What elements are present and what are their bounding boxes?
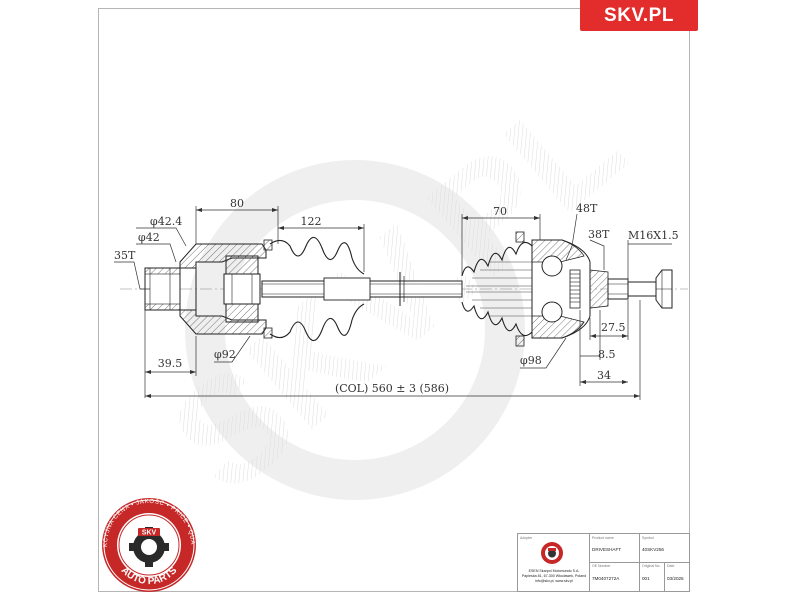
dimension-70: 70: [493, 205, 507, 218]
company-logo-icon: [541, 542, 563, 564]
dimension-122: 122: [301, 215, 322, 228]
original-no-value: 001: [642, 576, 650, 581]
shaft: [261, 272, 463, 306]
dimension-phi42: φ42: [138, 231, 160, 244]
dimension-34: 34: [597, 369, 611, 382]
inboard-boot: [269, 236, 365, 342]
oe-number-value: 7M0407272A: [592, 576, 620, 581]
dimension-phi92: φ92: [214, 348, 236, 361]
brand-logo[interactable]: SKV.PL: [580, 0, 698, 31]
dimension-lines: [114, 206, 672, 400]
dimension-39-5: 39.5: [158, 357, 183, 370]
company-line-1: ESEN Skarpol Motomundo S.A.: [528, 569, 580, 573]
inboard-joint: [144, 239, 273, 339]
oe-number-label: OE Number: [592, 564, 611, 568]
seal-center-text: SKV: [142, 530, 157, 537]
dimension-phi98: φ98: [520, 354, 542, 367]
dimension-38t: 38T: [588, 228, 610, 241]
dimension-arrows: [145, 208, 640, 398]
dimension-8-5: 8.5: [598, 348, 616, 361]
dimension-total-length: (COL) 560 ± 3 (586): [335, 382, 449, 395]
dimension-phi42-4: φ42.4: [150, 215, 182, 228]
dimension-80: 80: [230, 197, 244, 210]
title-block: Adopter Product name Symbol OE Number Or…: [517, 533, 690, 592]
product-name-label: Product name: [592, 536, 614, 540]
outboard-boot: [461, 231, 533, 347]
drawing-frame: [98, 8, 690, 592]
original-no-label: Original No.: [642, 564, 661, 568]
date-value: 03/2025: [667, 576, 684, 581]
dimension-35t: 35T: [114, 249, 136, 262]
symbol-label: Symbol: [642, 536, 654, 540]
dimension-m16x1-5: M16X1.5: [628, 229, 679, 242]
dimension-27-5: 27.5: [601, 321, 626, 334]
product-name-value: DRIVESHAFT: [592, 547, 622, 552]
dimension-48t: 48T: [576, 202, 598, 215]
gear-icon: [129, 527, 169, 567]
outboard-joint: [531, 239, 673, 339]
symbol-value: 40SKV256: [642, 547, 664, 552]
adopter-label: Adopter: [520, 536, 533, 540]
company-line-2: Papieska 81, 67-300 Włocławek, Poland: [521, 574, 587, 578]
company-line-3: info@skv.pl, www.skv.pl: [535, 579, 573, 583]
date-label: Date: [667, 564, 675, 568]
